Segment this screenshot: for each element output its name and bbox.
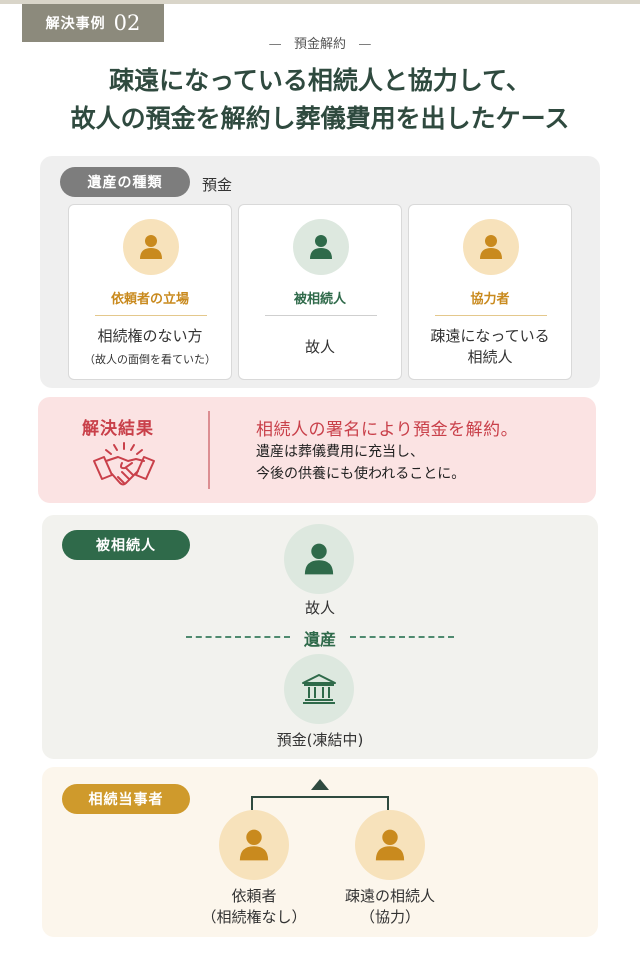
dashed-line xyxy=(350,636,454,638)
cooperator-status: 疎遠になっている 相続人 xyxy=(430,327,550,366)
result-headline: 相続人の署名により預金を解約。 xyxy=(256,420,519,440)
cooperator-party-label: 疎遠の相続人 （協力） xyxy=(344,887,435,926)
estate-separator: 遺産 xyxy=(186,626,454,649)
person-icon xyxy=(123,219,179,275)
decedent-label: 故人 xyxy=(304,599,335,617)
asset-frozen-label: 預金(凍結中) xyxy=(276,731,364,749)
parties-tag: 相続当事者 xyxy=(62,784,190,814)
connector-line xyxy=(251,796,389,798)
connector-line xyxy=(387,796,389,810)
result-body: 遺産は葬儀費用に充当し、 今後の供養にも使われることに。 xyxy=(256,444,466,482)
handshake-icon xyxy=(93,442,155,486)
client-card: 依頼者の立場 相続権のない方 （故人の面倒を看ていた） xyxy=(68,204,232,380)
client-party-label: 依頼者 （相続権なし） xyxy=(201,887,307,926)
asset-type-value: 預金 xyxy=(202,176,233,194)
person-icon xyxy=(284,524,354,594)
person-icon xyxy=(293,219,349,275)
category-label: 預金解約 xyxy=(293,37,346,52)
divider xyxy=(95,315,207,316)
client-role: 依頼者の立場 xyxy=(110,292,189,307)
page-title: 疎遠になっている相続人と協力して、 故人の預金を解約し葬儀費用を出したケース xyxy=(70,66,570,133)
case-number: 02 xyxy=(113,11,141,35)
connector-line xyxy=(251,796,253,810)
client-status: 相続権のない方 xyxy=(97,327,203,345)
person-icon xyxy=(463,219,519,275)
client-note: （故人の面倒を看ていた） xyxy=(84,353,216,366)
case-label: 解決事例 xyxy=(45,16,106,32)
divider xyxy=(265,315,377,316)
person-icon xyxy=(355,810,425,880)
case-number-tab: 解決事例 02 xyxy=(22,4,164,42)
decedent-tag: 被相続人 xyxy=(62,530,190,560)
category-line: — 預金解約 — xyxy=(268,37,372,52)
person-icon xyxy=(219,810,289,880)
bank-icon xyxy=(284,654,354,724)
decedent-role: 被相続人 xyxy=(293,292,346,307)
divider xyxy=(435,315,547,316)
arrow-up-icon xyxy=(311,779,329,790)
decedent-card: 被相続人 故人 xyxy=(238,204,402,380)
result-panel: 解決結果 相続人の署名により預金を解約。 遺産は葬儀費用に充当し、 今後の供養に… xyxy=(38,397,596,503)
dashed-line xyxy=(186,636,290,638)
decedent-status: 故人 xyxy=(304,338,335,356)
asset-type-tag: 遺産の種類 xyxy=(60,167,190,197)
result-label: 解決結果 xyxy=(82,419,154,439)
cooperator-role: 協力者 xyxy=(470,292,510,307)
result-divider xyxy=(208,411,210,489)
cooperator-card: 協力者 疎遠になっている 相続人 xyxy=(408,204,572,380)
estate-label: 遺産 xyxy=(303,630,336,649)
top-border xyxy=(0,0,640,4)
